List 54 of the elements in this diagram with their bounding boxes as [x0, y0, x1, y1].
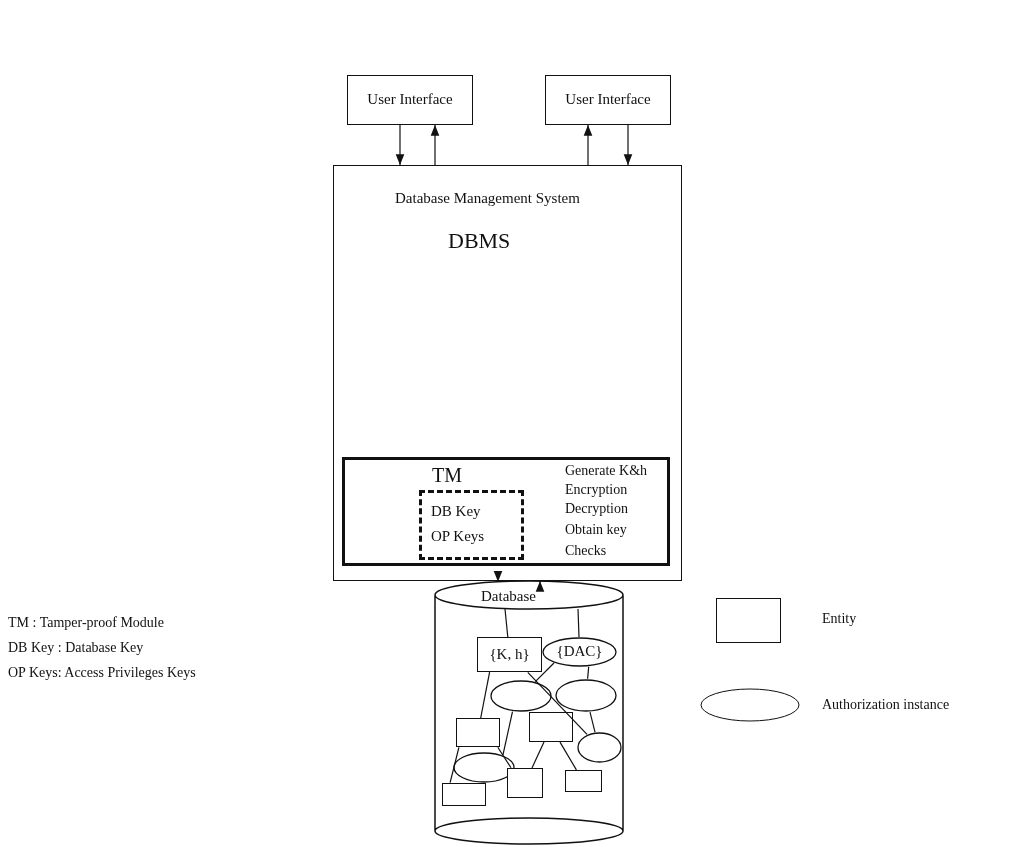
connector-line: [587, 666, 590, 680]
interface-box: [545, 75, 671, 125]
abbreviation-note: OP Keys: Access Privileges Keys: [8, 665, 196, 681]
authorization-ellipse: [490, 680, 552, 712]
arrow: [535, 580, 545, 592]
entity-box: [456, 718, 500, 747]
connector-line: [449, 746, 460, 784]
node-label: {DAC}: [556, 643, 603, 661]
authorization-ellipse: [542, 637, 617, 667]
arrow: [493, 571, 503, 583]
abbreviation-note: DB Key : Database Key: [8, 640, 144, 656]
function-item: Generate K&h: [565, 463, 648, 480]
function-item: Decryption: [565, 501, 628, 518]
legend-label: Authorization instance: [822, 697, 950, 713]
module-box: [342, 457, 670, 566]
connector-line: [559, 741, 577, 771]
node-label: DB Key: [431, 503, 481, 521]
authorization-ellipse: [453, 752, 515, 783]
authorization-ellipse: [577, 732, 622, 763]
connector-line: [527, 671, 588, 735]
connector-line: [589, 711, 596, 733]
node-label: User Interface: [367, 91, 453, 109]
arrow: [430, 124, 440, 166]
connector-line: [504, 608, 509, 638]
node-label: User Interface: [565, 91, 651, 109]
system-box: [333, 165, 682, 581]
function-item: Checks: [565, 543, 607, 560]
module-title: TM: [432, 464, 462, 487]
connector-line: [577, 608, 580, 638]
abbreviation-note: TM : Tamper-proof Module: [8, 615, 164, 631]
authorization-ellipse: [555, 679, 617, 712]
database-cylinder: [434, 580, 624, 845]
node-label: Database Management System: [395, 190, 580, 208]
entity-box: [477, 637, 542, 672]
function-item: Encryption: [565, 482, 628, 499]
connector-line: [502, 711, 514, 756]
connector-line: [480, 671, 491, 719]
entity-box: [565, 770, 602, 792]
node-label: DBMS: [448, 228, 511, 254]
entity-box: [529, 712, 573, 742]
connector-line: [534, 662, 555, 683]
arrow: [395, 124, 405, 166]
connector-line: [531, 741, 545, 769]
entity-box: [507, 768, 543, 798]
connector-line: [497, 746, 512, 769]
node-label: Database: [481, 588, 536, 606]
node-label: OP Keys: [431, 528, 485, 546]
interface-box: [347, 75, 473, 125]
node-label: {K, h}: [489, 645, 530, 664]
arrow: [623, 124, 633, 166]
arrow: [583, 124, 593, 166]
entity-box: [442, 783, 486, 806]
function-item: Obtain key: [565, 522, 627, 539]
legend-label: Entity: [822, 611, 857, 627]
